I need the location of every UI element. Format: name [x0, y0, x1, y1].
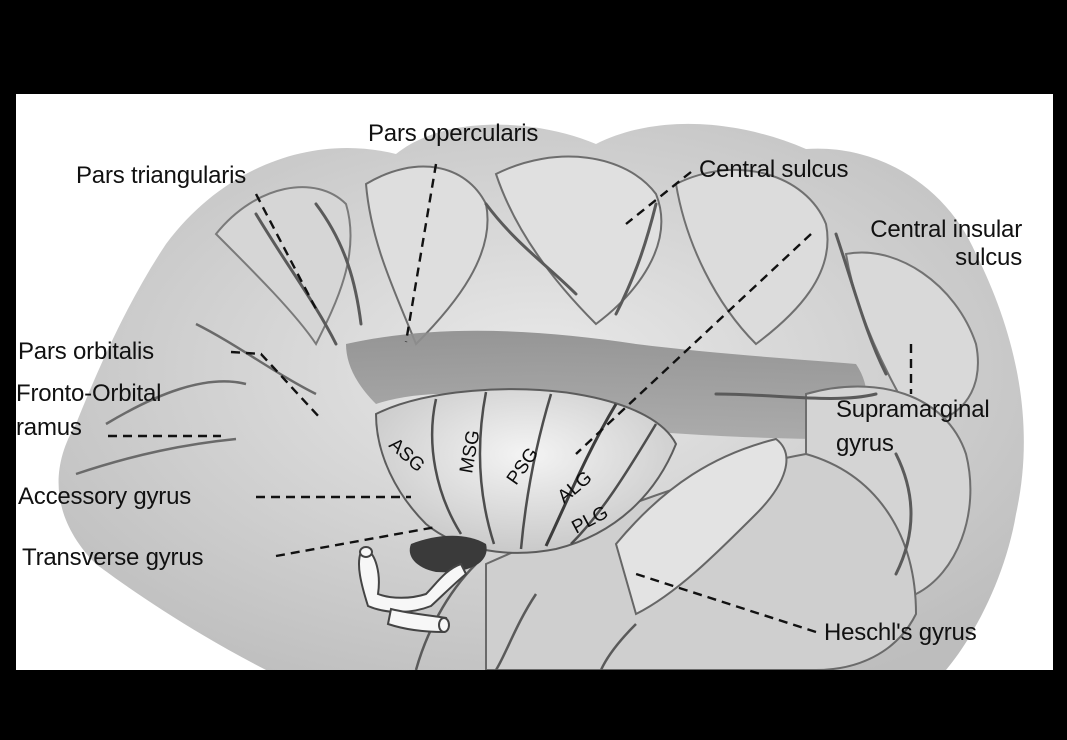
leader-lines — [108, 163, 913, 634]
label-pars-opercularis: Pars opercularis — [368, 120, 539, 147]
label-central-sulcus: Central sulcus — [699, 156, 849, 183]
label-pars-triangularis: Pars triangularis — [76, 162, 247, 189]
label-supramarginal-gyrus: Supramarginal gyrus — [836, 396, 990, 458]
insular-sulcus-2 — [478, 391, 496, 545]
anatomical-illustration: ASG MSG PSG ALG PLG Pars opercularis Par… — [16, 94, 1053, 670]
insular-sulcus-5 — [570, 423, 658, 545]
insular-sulcus-3 — [519, 393, 553, 550]
label-heschls-gyrus: Heschl's gyrus — [824, 619, 977, 646]
label-fronto-orbital-ramus: Fronto-Orbital ramus — [16, 380, 161, 442]
label-fronto-orbital-line2: ramus — [16, 414, 82, 441]
label-central-insular-sulcus: Central insular sulcus — [804, 216, 1022, 272]
label-supramarginal-line2: gyrus — [836, 430, 894, 457]
postcentral-gyrus-shape — [674, 169, 829, 346]
label-pars-orbitalis: Pars orbitalis — [18, 338, 154, 365]
label-accessory-gyrus: Accessory gyrus — [18, 483, 192, 510]
label-central-insular-line2: sulcus — [955, 244, 1022, 271]
sylvian-opening — [409, 535, 487, 573]
vessel-tubes — [358, 546, 468, 634]
label-supramarginal-line1: Supramarginal — [836, 396, 990, 423]
label-central-insular-line1: Central insular — [870, 216, 1022, 243]
brain-drawing: ASG MSG PSG ALG PLG — [58, 123, 1024, 670]
label-fronto-orbital-line1: Fronto-Orbital — [16, 380, 162, 407]
label-transverse-gyrus: Transverse gyrus — [22, 544, 204, 571]
precentral-gyrus-shape — [494, 155, 663, 326]
sulcus-lines — [254, 202, 913, 576]
heschls-gyrus-shape — [614, 437, 788, 616]
opercular-shadow — [346, 330, 867, 439]
insular-sulcus-1 — [430, 398, 463, 535]
frontal-gyrus-shape — [214, 186, 352, 346]
frontal-lines — [75, 322, 317, 476]
opercular-gyrus-shape — [364, 165, 489, 346]
central-insular-sulcus-line — [544, 403, 618, 547]
